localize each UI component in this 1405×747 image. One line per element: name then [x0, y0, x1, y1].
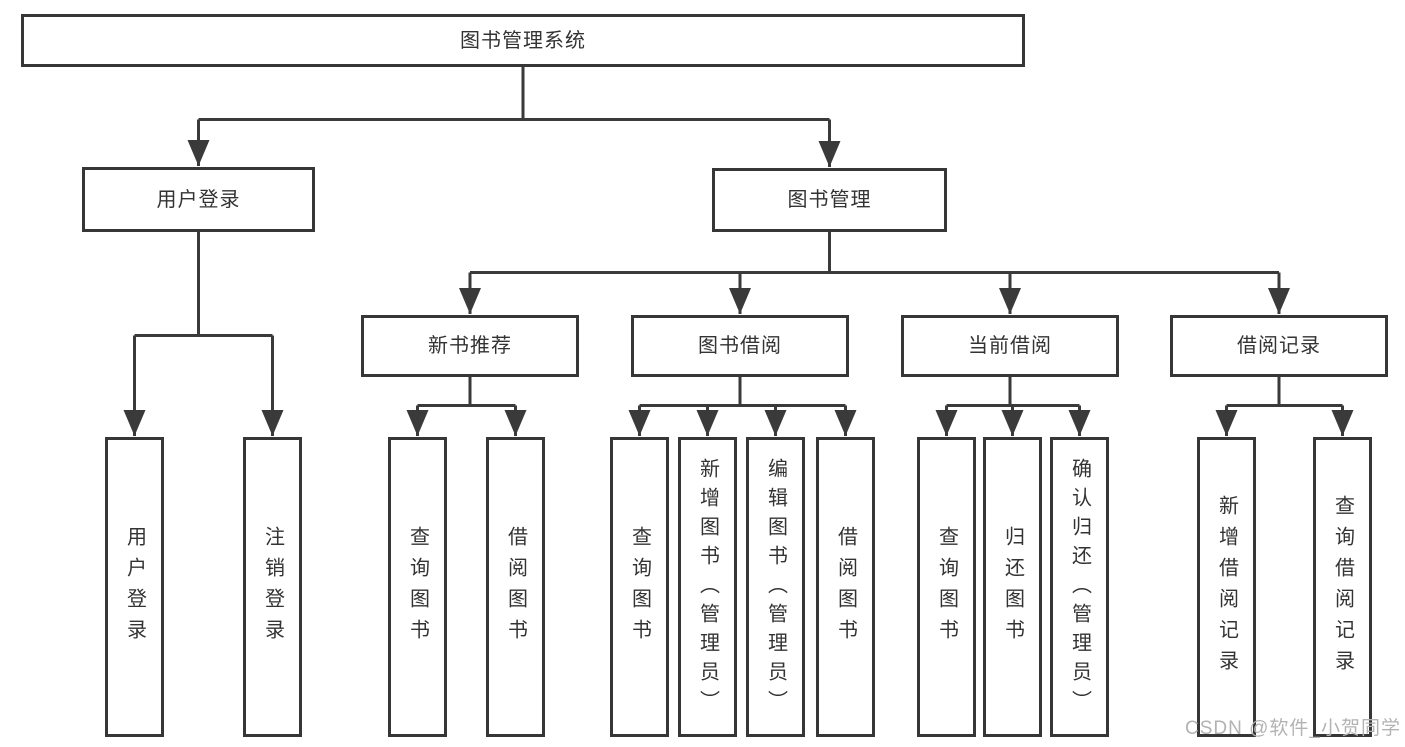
leaf-borrow-books-recommend: 借阅图书	[486, 437, 545, 737]
leaf-query-books-recommend: 查询图书	[388, 437, 447, 737]
leaf-query-borrow-record: 查询借阅记录	[1313, 437, 1372, 737]
leaf-confirm-return-admin: 确认归还（管理员）	[1050, 437, 1109, 737]
node-book-management: 图书管理	[712, 168, 947, 232]
node-library-management-system: 图书管理系统	[21, 14, 1025, 67]
leaf-edit-books-admin: 编辑图书（管理员）	[746, 437, 805, 737]
node-book-borrowing: 图书借阅	[631, 315, 849, 377]
csdn-watermark: CSDN @软件_小贺同学	[1185, 718, 1401, 739]
node-user-login: 用户登录	[82, 167, 315, 232]
leaf-borrow-books-borrowing: 借阅图书	[816, 437, 875, 737]
leaf-user-login: 用户登录	[105, 437, 164, 737]
node-new-book-recommendation: 新书推荐	[361, 315, 579, 377]
leaf-add-books-admin: 新增图书（管理员）	[678, 437, 737, 737]
leaf-logout: 注销登录	[243, 437, 302, 737]
leaf-add-borrow-record: 新增借阅记录	[1197, 437, 1256, 737]
leaf-return-books: 归还图书	[983, 437, 1042, 737]
leaf-query-books-current: 查询图书	[917, 437, 976, 737]
node-borrowing-records: 借阅记录	[1170, 315, 1388, 377]
node-current-borrowing: 当前借阅	[901, 315, 1119, 377]
leaf-query-books-borrowing: 查询图书	[610, 437, 669, 737]
